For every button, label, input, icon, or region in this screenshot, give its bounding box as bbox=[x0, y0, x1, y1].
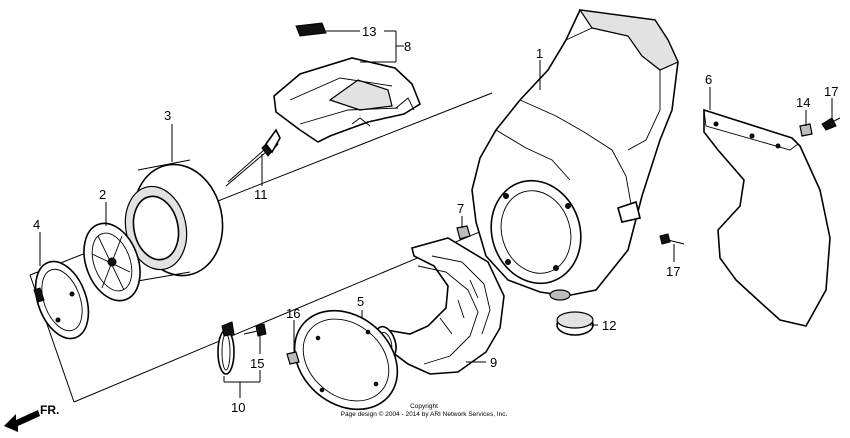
callout-13: 13 bbox=[362, 24, 376, 39]
air-filter-element bbox=[124, 159, 224, 283]
callout-15: 15 bbox=[250, 356, 264, 371]
collar-and-bolts bbox=[659, 117, 841, 245]
copyright-line-1: Copyright bbox=[410, 403, 438, 410]
element-holder bbox=[83, 222, 141, 302]
clamp-band bbox=[217, 321, 267, 375]
mud-guard bbox=[703, 108, 831, 327]
callout-16: 16 bbox=[286, 306, 300, 321]
copyright-line-2: Page design © 2004 - 2014 by ARI Network… bbox=[341, 410, 508, 418]
air-cleaner-cover-tray bbox=[273, 22, 421, 143]
callout-7: 7 bbox=[457, 201, 464, 216]
callout-11: 11 bbox=[254, 187, 268, 202]
nut-small bbox=[286, 351, 300, 365]
wing-bolt bbox=[225, 128, 281, 187]
copyright-notice: Copyright Page design © 2004 - 2014 by A… bbox=[341, 403, 508, 418]
callout-6: 6 bbox=[705, 72, 712, 87]
callout-2: 2 bbox=[99, 187, 106, 202]
callout-17-upper: 17 bbox=[824, 84, 838, 99]
front-direction-label: FR. bbox=[40, 403, 59, 417]
callout-3: 3 bbox=[164, 108, 171, 123]
callouts: 1 3 2 4 5 6 7 8 9 10 11 12 13 14 15 16 1… bbox=[33, 24, 838, 415]
callout-8: 8 bbox=[404, 39, 411, 54]
callout-4: 4 bbox=[33, 217, 40, 232]
leader-lines bbox=[39, 30, 833, 398]
gasket-ring bbox=[293, 309, 399, 411]
drain-cap bbox=[556, 311, 594, 336]
callout-5: 5 bbox=[357, 294, 364, 309]
callout-12: 12 bbox=[602, 318, 616, 333]
callout-17-lower: 17 bbox=[666, 264, 680, 279]
air-cleaner-case bbox=[471, 9, 679, 301]
callout-1: 1 bbox=[536, 46, 543, 61]
callout-9: 9 bbox=[490, 355, 497, 370]
cover-plate bbox=[33, 260, 90, 340]
callout-14: 14 bbox=[796, 95, 810, 110]
nut bbox=[456, 225, 471, 240]
front-direction-arrow: FR. bbox=[4, 403, 59, 432]
callout-10: 10 bbox=[231, 400, 245, 415]
